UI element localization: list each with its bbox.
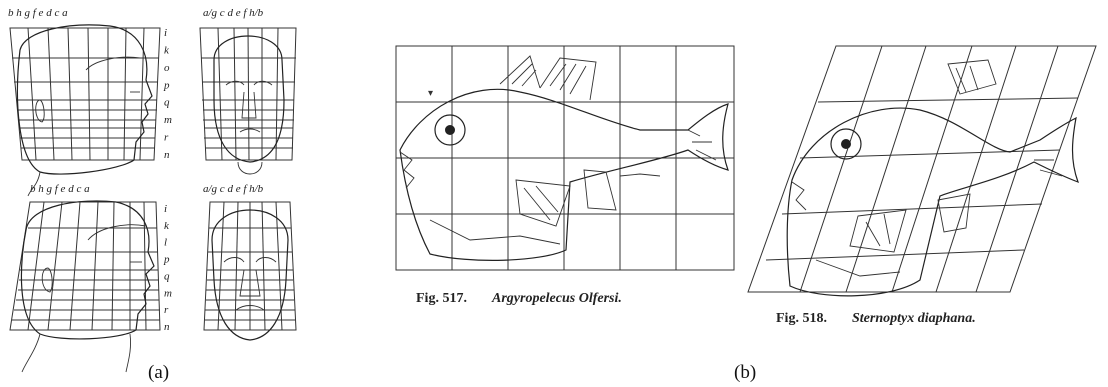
head-side-letter: k <box>164 44 170 56</box>
head-profile-bottom: b h g f e d c a <box>10 183 160 372</box>
head-side-letter: q <box>164 270 170 282</box>
fish-figure-518: Fig. 518. Sternoptyx diaphana. <box>748 46 1096 326</box>
head-side-letter: i <box>164 27 167 39</box>
fig-517-number: Fig. 517. <box>416 291 467 306</box>
head-side-letter: o <box>164 62 170 74</box>
fig-518-name: Sternoptyx diaphana. <box>852 311 976 326</box>
head-front-top: a/g c d e f h/b <box>200 7 296 174</box>
panel-label-a: (a) <box>148 362 169 383</box>
head-side-letter: p <box>163 254 170 266</box>
panel-a: b h g f e d c a a/g c d e f h/b <box>8 7 296 383</box>
head-side-letter: p <box>163 79 170 91</box>
head-side-letter: n <box>164 149 170 161</box>
head-top-letters: b h g f e d c a <box>30 183 90 195</box>
head-side-letter: q <box>164 97 170 109</box>
head-top-letters: a/g c d e f h/b <box>203 7 264 19</box>
fish-sternoptyx <box>787 60 1078 296</box>
panel-label-b: (b) <box>734 362 756 383</box>
head-side-letter: l <box>164 237 167 249</box>
rectangular-grid <box>396 46 734 270</box>
head-top-letters: a/g c d e f h/b <box>203 183 264 195</box>
head-side-letter: m <box>164 287 172 299</box>
fig-518-number: Fig. 518. <box>776 311 827 326</box>
head-top-letters: b h g f e d c a <box>8 7 68 19</box>
svg-text:▾: ▾ <box>428 88 433 99</box>
fig-517-name: Argyropelecus Olfersi. <box>491 291 622 306</box>
head-side-letter: n <box>164 321 170 333</box>
head-profile-top: b h g f e d c a <box>8 7 160 196</box>
panel-b: ▾ Fig. 517. Argyropelecus Olfersi. <box>396 46 1096 383</box>
oblique-grid <box>748 46 1096 292</box>
head-side-letter: r <box>164 132 169 144</box>
head-front-bottom: a/g c d e f h/b <box>203 183 296 340</box>
head-side-letter: i <box>164 203 167 215</box>
head-side-letter: r <box>164 304 169 316</box>
fish-figure-517: ▾ Fig. 517. Argyropelecus Olfersi. <box>396 46 734 306</box>
head-side-letter: m <box>164 114 172 126</box>
head-side-letter: k <box>164 220 170 232</box>
